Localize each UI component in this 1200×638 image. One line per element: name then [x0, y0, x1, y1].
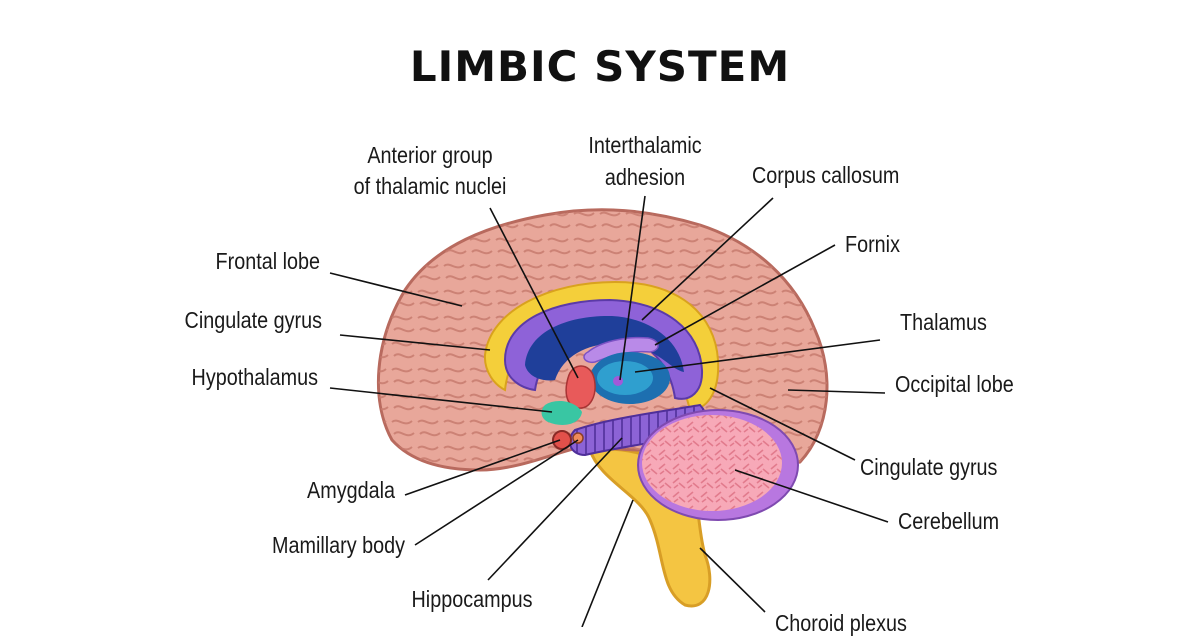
fornix — [583, 336, 659, 364]
label-thalamus: Thalamus — [900, 309, 987, 335]
label-interthalamic-line2: adhesion — [604, 164, 686, 190]
line-occipital-lobe — [787, 389, 886, 394]
mamillary-body — [572, 432, 584, 444]
line-hippocampus — [487, 437, 623, 581]
line-hypothalamus — [329, 387, 553, 413]
label-cerebellum: Cerebellum — [898, 508, 1000, 534]
line-choroid-plexus — [699, 547, 766, 613]
line-cingulate-right — [709, 387, 856, 461]
label-choroid-plexus: Choroid plexus — [775, 610, 907, 636]
hypothalamus — [541, 400, 582, 425]
label-hippocampus: Hippocampus — [411, 586, 533, 612]
label-anterior-group-line2: of thalamic nuclei — [353, 173, 507, 199]
label-hypothalamus: Hypothalamus — [191, 364, 318, 390]
line-cingulate-left — [339, 334, 491, 351]
label-interthalamic-line1: Interthalamic — [588, 132, 702, 158]
line-interthalamic — [619, 195, 646, 381]
label-fornix: Fornix — [845, 231, 900, 257]
label-occipital-lobe: Occipital lobe — [895, 371, 1014, 397]
label-cingulate-gyrus-left: Cingulate gyrus — [184, 307, 322, 333]
line-mamillary-body — [414, 439, 579, 546]
diagram-title: LIMBIC SYSTEM — [409, 42, 791, 91]
label-mamillary-body: Mamillary body — [271, 532, 405, 558]
amygdala — [552, 430, 572, 450]
line-anterior-group — [489, 207, 579, 379]
line-brainstem — [581, 499, 634, 627]
label-corpus-callosum: Corpus callosum — [752, 162, 900, 188]
label-cingulate-gyrus-right: Cingulate gyrus — [860, 454, 998, 480]
label-amygdala: Amygdala — [307, 477, 395, 503]
anterior-thalamic-nuclei — [565, 365, 596, 409]
line-frontal-lobe — [329, 272, 463, 307]
label-anterior-group-line1: Anterior group — [367, 142, 493, 168]
interthalamic-adhesion — [613, 376, 623, 386]
label-frontal-lobe: Frontal lobe — [215, 248, 320, 274]
line-fornix — [654, 244, 836, 346]
line-thalamus — [634, 339, 881, 373]
line-cerebellum — [734, 469, 889, 523]
line-corpus-callosum — [641, 197, 774, 321]
leader-lines — [329, 195, 889, 627]
line-amygdala — [404, 439, 561, 496]
